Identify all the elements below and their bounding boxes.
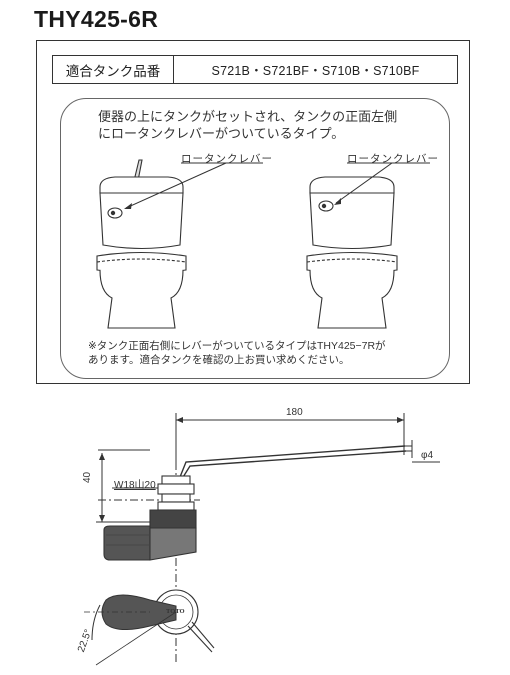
note-line-1: ※タンク正面右側にレバーがついているタイプはTHY425−7Rが [88, 340, 386, 352]
brand-logo: TOTO [166, 608, 185, 615]
compatibility-note: ※タンク正面右側にレバーがついているタイプはTHY425−7Rが あります。適合… [88, 339, 386, 367]
length-dimension-label: 180 [286, 407, 303, 418]
compatible-tank-label: 適合タンク品番 [53, 56, 174, 83]
left-toilet-drawing [96, 159, 187, 329]
diameter-dimension-label: φ4 [421, 450, 434, 461]
compatibility-frame [36, 40, 470, 384]
lever-front-view [84, 589, 215, 666]
type-description: 便器の上にタンクがセットされ、タンクの正面左側 にロータンクレバーがついているタ… [98, 108, 397, 142]
height-dimension-label: 40 [82, 471, 93, 483]
product-title: THY425-6R [34, 6, 159, 32]
compatible-tank-table: 適合タンク品番 S721B・S721BF・S710B・S710BF [52, 55, 458, 84]
thread-dimension-label: W18山20 [114, 480, 156, 491]
description-line-2: にロータンクレバーがついているタイプ。 [98, 126, 345, 141]
illustration-panel [60, 98, 450, 379]
right-lever-callout-label: ロータンクレバー [347, 153, 439, 165]
description-line-1: 便器の上にタンクがセットされ、タンクの正面左側 [98, 109, 398, 124]
lever-mount-body [103, 475, 197, 561]
right-toilet-drawing [306, 176, 398, 329]
compatible-tank-models: S721B・S721BF・S710B・S710BF [211, 64, 420, 78]
note-line-2: あります。適合タンクを確認の上お買い求めください。 [88, 354, 350, 366]
left-lever-callout-label: ロータンクレバー [181, 153, 273, 165]
